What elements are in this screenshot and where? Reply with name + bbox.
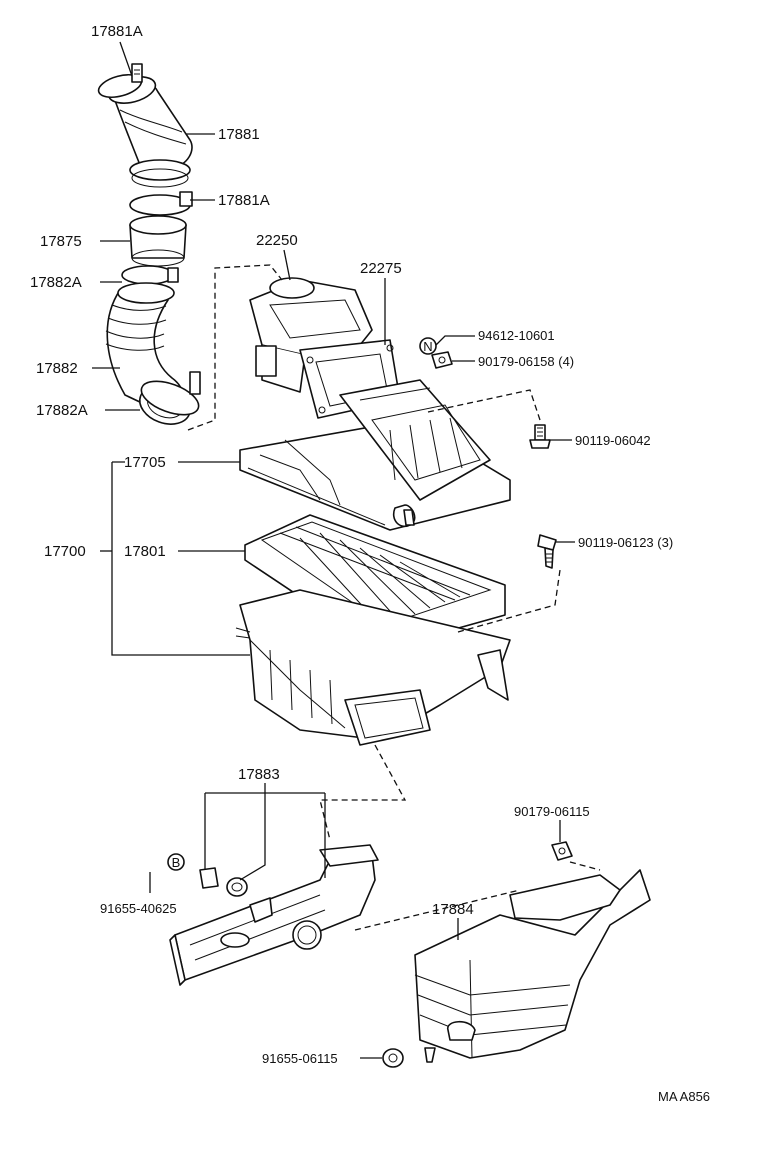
label-17700: 17700 [44,543,86,560]
label-17881a-top: 17881A [91,23,143,40]
hose-connector-17875 [129,215,187,267]
dashed-leader [569,861,601,871]
label-17881a-mid: 17881A [218,192,270,209]
label-90119-06042: 90119-06042 [575,433,651,448]
label-17883: 17883 [238,766,280,783]
label-90179-06158: 90179-06158 (4) [478,354,574,369]
svg-text:B: B [172,855,181,870]
air-filter-element [244,514,506,651]
hose-clamp-top [97,63,143,99]
nut-icon [431,351,453,369]
leader-line [204,783,326,881]
resonator [414,869,651,1063]
label-22250: 22250 [256,232,298,249]
dashed-leader [319,744,407,841]
symbol-n-icon: N [419,337,437,355]
leader-line [119,41,133,77]
label-17882a-bottom: 17882A [36,402,88,419]
label-17881: 17881 [218,126,260,143]
dashed-leader [457,569,561,633]
label-91655-06115: 91655-06115 [262,1051,338,1066]
label-17882a-top: 17882A [30,274,82,291]
label-91655-40625: 91655-40625 [100,901,177,916]
bolt-icon [529,424,551,449]
label-17801: 17801 [124,543,166,560]
label-17705: 17705 [124,454,166,471]
label-17882: 17882 [36,360,78,377]
air-inlet-duct [169,844,379,986]
label-90179-06115: 90179-06115 [514,804,590,819]
hose-clamp-bottom [140,371,201,416]
symbol-b-icon: B [167,853,185,871]
bolt-icon [537,534,557,569]
air-flow-meter [249,277,373,393]
label-94612-10601: 94612-10601 [478,328,555,343]
clamp-icon [403,509,415,526]
label-17884: 17884 [432,901,474,918]
dashed-leader [354,889,521,931]
hose-clamp-lower-top [121,265,179,285]
nut-icon [382,1048,404,1068]
dashed-leader [427,389,541,421]
leader-line [435,335,475,346]
label-90119-06123: 90119-06123 (3) [578,535,673,550]
air-cleaner-cap [239,379,511,531]
washer-icon [199,867,248,897]
label-17875: 17875 [40,233,82,250]
hose-clamp-middle [129,191,193,216]
dashed-leader [187,264,283,431]
label-22275: 22275 [360,260,402,277]
diagram-code: MA A856 [658,1089,710,1104]
air-cleaner-case [235,589,511,746]
svg-text:N: N [423,339,432,354]
nut-icon [551,841,573,861]
leader-line [111,461,250,656]
leader-line [283,249,291,281]
